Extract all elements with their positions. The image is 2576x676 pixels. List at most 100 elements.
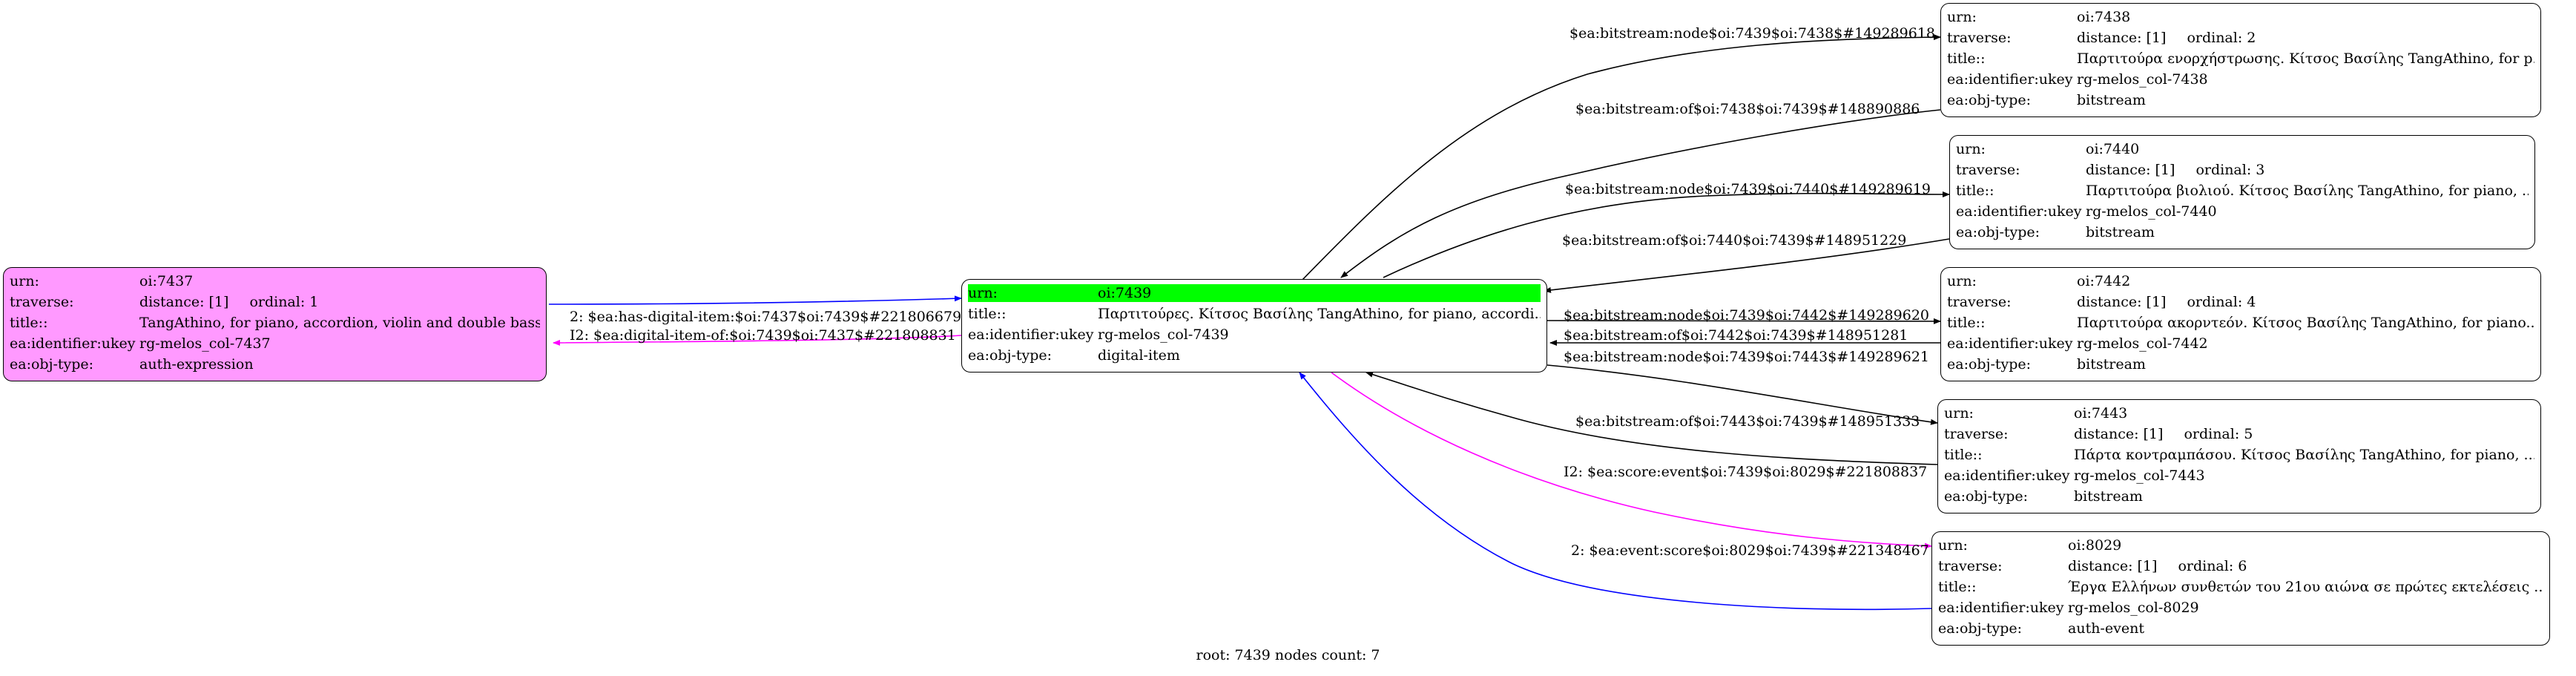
ordinal-value: ordinal: 2 bbox=[2187, 30, 2256, 46]
title-value: Παρτιτούρες. Κίτσος Βασίλης TangAthino, … bbox=[1098, 306, 1541, 322]
node-row-urn: urn:oi:7438 bbox=[1947, 7, 2534, 27]
node-row-type: ea:obj-type: bitstream bbox=[1944, 486, 2534, 507]
type-key: ea:obj-type: bbox=[10, 356, 94, 373]
title-key: title:: bbox=[10, 315, 48, 331]
urn-key: urn: bbox=[1947, 273, 1977, 289]
node-row-urn: urn: oi:8029 bbox=[1938, 535, 2543, 556]
type-key: ea:obj-type: bbox=[1944, 488, 2029, 505]
title-key: title:: bbox=[968, 306, 1007, 322]
node-row-title: title::Παρτιτούρα βιολιού. Κίτσος Βασίλη… bbox=[1956, 180, 2529, 201]
node-row-traverse: traverse:distance: [1]ordinal: 3 bbox=[1956, 160, 2529, 180]
ordinal-value: ordinal: 4 bbox=[2187, 294, 2256, 310]
node-8029[interactable]: urn: oi:8029 traverse:distance: [1]ordina… bbox=[1931, 531, 2550, 646]
edge-label-has-digital-item: 2: $ea:has-digital-item:$oi:7437$oi:7439… bbox=[570, 309, 961, 325]
ukey-key: ea:identifier:ukey bbox=[1947, 71, 2073, 88]
ukey-value: rg-melos_col-7437 bbox=[139, 335, 271, 352]
type-key: ea:obj-type: bbox=[1956, 224, 2040, 240]
ukey-value: rg-melos_col-7439 bbox=[1098, 326, 1229, 343]
node-row-urn: urn: oi:7442 bbox=[1947, 271, 2534, 292]
node-row-type: ea:obj-type:bitstream bbox=[1947, 90, 2534, 111]
ukey-value: rg-melos_col-7442 bbox=[2077, 335, 2208, 352]
node-row-type: ea:obj-type:bitstream bbox=[1956, 222, 2529, 243]
traverse-key: traverse: bbox=[1947, 294, 2012, 310]
edge-label-bitstream-node-7443: $ea:bitstream:node$oi:7439$oi:7443$#1492… bbox=[1564, 349, 1929, 365]
node-row-urn: urn: oi:7437 bbox=[10, 271, 540, 292]
urn-value: oi:7442 bbox=[2077, 273, 2131, 289]
edge-bitstream-of-7440 bbox=[1544, 238, 1950, 293]
ukey-value: rg-melos_col-8029 bbox=[2068, 600, 2199, 616]
node-7439[interactable]: urn:oi:7439 title::Παρτιτούρες. Κίτσος Β… bbox=[961, 279, 1547, 373]
ukey-key: ea:identifier:ukey bbox=[968, 326, 1094, 343]
edge-label-bitstream-node-7438: $ea:bitstream:node$oi:7439$oi:7438$#1492… bbox=[1569, 25, 1935, 42]
title-value: Έργα Ελλήνων συνθετών του 21ου αιώνα σε … bbox=[2068, 579, 2543, 595]
node-7442[interactable]: urn: oi:7442 traverse:distance: [1]ordina… bbox=[1940, 267, 2541, 381]
type-key: ea:obj-type: bbox=[1938, 620, 2023, 637]
ukey-key: ea:identifier:ukey bbox=[10, 335, 136, 352]
type-value: auth-expression bbox=[139, 356, 254, 373]
ukey-value: rg-melos_col-7440 bbox=[2086, 203, 2217, 220]
type-value: bitstream bbox=[2074, 488, 2143, 505]
urn-value: oi:7443 bbox=[2074, 405, 2128, 421]
node-row-type: ea:obj-type: digital-item bbox=[968, 345, 1541, 366]
edge-label-event-score: 2: $ea:event:score$oi:8029$oi:7439$#2213… bbox=[1571, 542, 1929, 559]
edge-bitstream-node-7443 bbox=[1546, 364, 1938, 425]
title-value: Παρτιτούρα βιολιού. Κίτσος Βασίλης TangA… bbox=[2086, 183, 2529, 199]
title-key: title:: bbox=[1947, 315, 1986, 331]
urn-key: urn: bbox=[968, 284, 1098, 302]
type-key: ea:obj-type: bbox=[968, 347, 1053, 364]
node-row-type: ea:obj-type:bitstream bbox=[1947, 354, 2534, 375]
edge-bitstream-of-7443 bbox=[1366, 371, 1938, 465]
urn-value: oi:7437 bbox=[139, 273, 194, 289]
ukey-key: ea:identifier:ukey bbox=[1956, 203, 2082, 220]
node-7437[interactable]: urn: oi:7437 traverse: distance: [1] ordina… bbox=[3, 267, 547, 381]
urn-key: urn: bbox=[10, 273, 39, 289]
graph-footer: root: 7439 nodes count: 7 bbox=[1196, 647, 1380, 663]
node-row-title: title::Παρτιτούρα ακορντεόν. Κίτσος Βασί… bbox=[1947, 312, 2534, 333]
type-key: ea:obj-type: bbox=[1947, 356, 2032, 373]
edge-label-bitstream-of-7440: $ea:bitstream:of$oi:7440$oi:7439$#148951… bbox=[1562, 232, 1906, 249]
urn-value: oi:8029 bbox=[2068, 537, 2122, 554]
title-key: title:: bbox=[1947, 50, 1986, 67]
node-row-urn: urn: oi:7443 bbox=[1944, 403, 2534, 424]
type-value: bitstream bbox=[2077, 92, 2146, 108]
urn-key: urn: bbox=[1944, 405, 1974, 421]
title-value: TangAthino, for piano, accordion, violin… bbox=[139, 315, 540, 331]
node-row-urn: urn:oi:7440 bbox=[1956, 139, 2529, 160]
ordinal-value: ordinal: 1 bbox=[249, 294, 319, 310]
edge-label-digital-item-of: I2: $ea:digital-item-of:$oi:7439$oi:7437… bbox=[570, 327, 956, 344]
edge-event-score bbox=[1299, 372, 1932, 611]
edge-label-bitstream-node-7440: $ea:bitstream:node$oi:7439$oi:7440$#1492… bbox=[1565, 181, 1931, 197]
urn-key: urn: bbox=[1956, 141, 1986, 157]
distance-value: distance: [1] bbox=[139, 294, 229, 310]
distance-value: distance: [1] bbox=[2086, 162, 2175, 178]
ordinal-value: ordinal: 5 bbox=[2184, 426, 2253, 442]
node-7443[interactable]: urn:oi:7443 traverse:distance: [1]ordina… bbox=[1937, 399, 2541, 513]
edge-bitstream-node-7438 bbox=[1301, 34, 1941, 281]
node-row-type: ea:obj-type:auth-event bbox=[1938, 618, 2543, 639]
ukey-value: rg-melos_col-7443 bbox=[2074, 467, 2205, 484]
node-row-traverse: traverse:distance: [1]ordinal: 4 bbox=[1947, 292, 2534, 312]
traverse-key: traverse: bbox=[10, 294, 74, 310]
type-value: digital-item bbox=[1098, 347, 1180, 364]
ukey-value: rg-melos_col-7438 bbox=[2077, 71, 2208, 88]
node-row-title: title::TangAthino, for piano, accordion,… bbox=[10, 312, 540, 333]
title-value: Παρτιτούρα ενορχήστρωσης. Κίτσος Βασίλης… bbox=[2077, 50, 2534, 67]
urn-key: urn: bbox=[1947, 9, 1977, 25]
node-row-title: title::Παρτιτούρα ενορχήστρωσης. Κίτσος … bbox=[1947, 48, 2534, 69]
edge-score-event bbox=[1331, 372, 1932, 549]
node-row-traverse: traverse:distance: [1]ordinal: 6 bbox=[1938, 556, 2543, 577]
urn-value: oi:7439 bbox=[1098, 284, 1541, 302]
node-7440[interactable]: urn:oi:7440 traverse:distance: [1]ordina… bbox=[1949, 135, 2535, 249]
edge-digital-item-of bbox=[553, 335, 962, 346]
node-7438[interactable]: urn:oi:7438 traverse:distance: [1]ordina… bbox=[1940, 3, 2541, 117]
urn-key: urn: bbox=[1938, 537, 1968, 554]
distance-value: distance: [1] bbox=[2074, 426, 2164, 442]
ordinal-value: ordinal: 6 bbox=[2178, 558, 2247, 574]
node-row-traverse: traverse:distance: [1]ordinal: 2 bbox=[1947, 27, 2534, 48]
